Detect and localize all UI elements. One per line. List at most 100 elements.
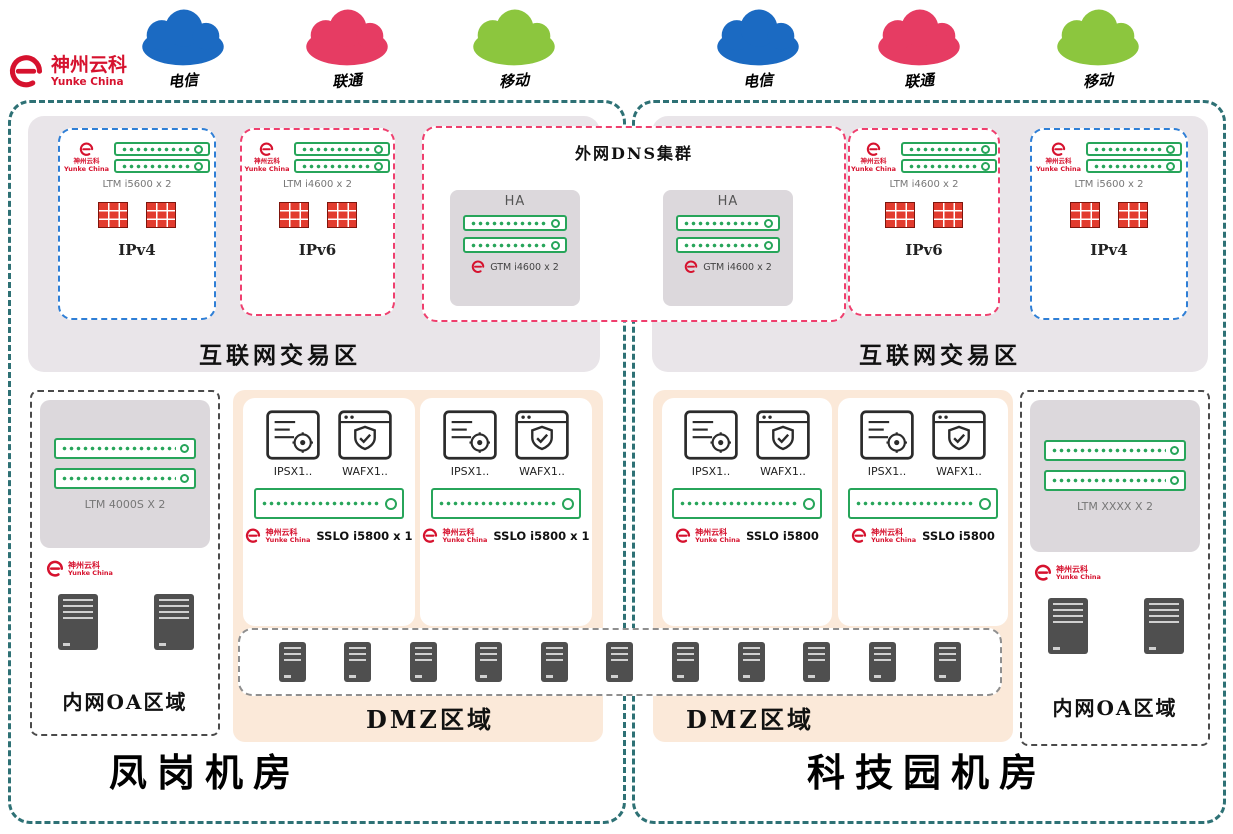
mini-logo-subtitle: Yunke China (68, 569, 113, 578)
appliance-leds (683, 220, 760, 226)
appliance-leds (61, 445, 176, 451)
datacenter-name-fenggang: 凤岗机房 (108, 750, 301, 795)
server-icon (1048, 598, 1088, 654)
adc-appliance-icon (54, 467, 196, 489)
dns-cluster-title: 外网DNS集群 (574, 144, 694, 163)
sslo-appliance-icon (254, 488, 404, 519)
yunke-swirl-icon (79, 142, 94, 157)
gtm-footer: GTM i4600 x 2 (684, 260, 772, 274)
mini-logo-title: 神州云科 (73, 157, 100, 165)
yunke-swirl-icon (851, 528, 867, 544)
appliance-port (551, 218, 560, 228)
appliance-port (385, 497, 397, 510)
server-icon (934, 642, 962, 682)
internet-zone-title-left: 互联网交易区 (199, 342, 361, 369)
server-icon (344, 642, 372, 682)
gtm-appliance-icon (463, 215, 567, 231)
yunke-swirl-icon (471, 260, 485, 274)
adc-stack-icon (294, 142, 391, 174)
adc-stack-icon (900, 142, 997, 174)
appliance-port (1170, 445, 1179, 455)
adc-appliance-icon (1044, 439, 1186, 461)
ips-tile: IPSX1.. (266, 410, 320, 478)
ips-tile: IPSX1.. (443, 410, 497, 478)
firewall-icon (98, 202, 128, 229)
oa-zone-title-left: 内网OA区域 (62, 690, 188, 714)
server-icon (1144, 598, 1184, 654)
appliance-leds (1092, 163, 1162, 169)
appliance-port (764, 240, 773, 250)
adc-appliance-icon (900, 142, 997, 157)
appliance-leds (120, 146, 190, 152)
firewall-pair (1070, 202, 1148, 229)
sslo-model-label: SSLO i5800 x 1 (316, 529, 413, 544)
appliance-port (980, 161, 990, 171)
waf-icon (932, 410, 986, 460)
mini-logo-subtitle: Yunke China (695, 536, 741, 545)
carrier-label: 电信 (742, 70, 774, 92)
server-icon (606, 642, 634, 682)
mini-logo-subtitle: Yunke China (442, 536, 488, 545)
sslo-model-label: SSLO i5800 x 1 (493, 529, 590, 544)
appliance-port (1165, 144, 1175, 154)
appliance-leds (261, 501, 381, 506)
ips-tile: IPSX1.. (860, 410, 914, 478)
ips-tile: IPSX1.. (684, 410, 738, 478)
mini-logo-subtitle: Yunke China (1056, 573, 1101, 582)
adc-appliance-icon (1044, 469, 1186, 491)
security-tiles: IPSX1.. WAFX1.. (266, 410, 392, 478)
yunke-mini-logo: 神州云科 Yunke China (46, 560, 113, 578)
oa-device-group-right: LTM XXXX X 2 (1030, 400, 1200, 552)
gtm-appliance-icon (676, 215, 780, 231)
adc-stack-icon (1085, 142, 1182, 174)
mini-logo-title: 神州云科 (695, 528, 728, 537)
ltm-device-right-ipv4: 神州云科 Yunke China (1036, 142, 1182, 174)
cloud-icon (1040, 6, 1156, 68)
mini-logo-text: 神州云科 Yunke China (68, 561, 113, 577)
appliance-leds (855, 501, 975, 506)
ipv6-zone-right: 神州云科 Yunke China LTM i4600 x 2 IPv6 (848, 128, 1000, 316)
mini-logo-subtitle: Yunke China (244, 165, 290, 174)
yunke-mini-logo: 神州云科 Yunke China (851, 528, 916, 544)
gtm-model-label: GTM i4600 x 2 (703, 261, 772, 273)
server-icon (672, 642, 700, 682)
ips-label: IPSX1.. (867, 465, 907, 478)
ips-label: IPSX1.. (273, 465, 313, 478)
ip-zone-label: IPv6 (298, 241, 337, 260)
adc-appliance-icon (113, 159, 210, 174)
appliance-port (803, 497, 815, 510)
adc-appliance-icon (54, 437, 196, 459)
waf-tile: WAFX1.. (515, 410, 569, 478)
security-tiles: IPSX1.. WAFX1.. (684, 410, 810, 478)
mini-logo-subtitle: Yunke China (851, 165, 896, 174)
appliance-leds (679, 501, 799, 506)
cloud-icon (289, 6, 405, 68)
appliance-port (180, 443, 189, 453)
firewall-icon (278, 202, 309, 229)
device-model-label: LTM i4600 x 2 (889, 179, 959, 191)
yunke-mini-logo: 神州云科 Yunke China (1034, 564, 1101, 582)
ha-group-left: HA GTM i4600 x 2 (450, 190, 580, 306)
gtm-model-label: GTM i4600 x 2 (490, 261, 559, 273)
dmz-server-farm-strip (238, 628, 1002, 696)
mini-logo-text: 神州云科 Yunke China (1056, 565, 1101, 581)
cloud-icon (125, 6, 241, 68)
appliance-leds (907, 163, 977, 169)
firewall-icon (885, 202, 915, 229)
yunke-mini-logo: 神州云科 Yunke China (245, 528, 310, 544)
server-icon (278, 642, 306, 682)
appliance-leds (1092, 146, 1162, 152)
ltm-device-right-ipv6: 神州云科 Yunke China (851, 142, 997, 174)
server-icon (803, 642, 831, 682)
waf-tile: WAFX1.. (756, 410, 810, 478)
mini-logo-subtitle: Yunke China (64, 165, 109, 174)
mini-logo-title: 神州云科 (871, 528, 904, 537)
adc-appliance-icon (900, 159, 997, 174)
appliance-port (180, 473, 189, 483)
appliance-leds (1051, 447, 1166, 453)
firewall-icon (1118, 202, 1148, 229)
datacenter-name-keji: 科技园机房 (806, 750, 1047, 795)
gtm-footer: GTM i4600 x 2 (471, 260, 559, 274)
dmz-title-right: DMZ区域 (686, 705, 814, 734)
